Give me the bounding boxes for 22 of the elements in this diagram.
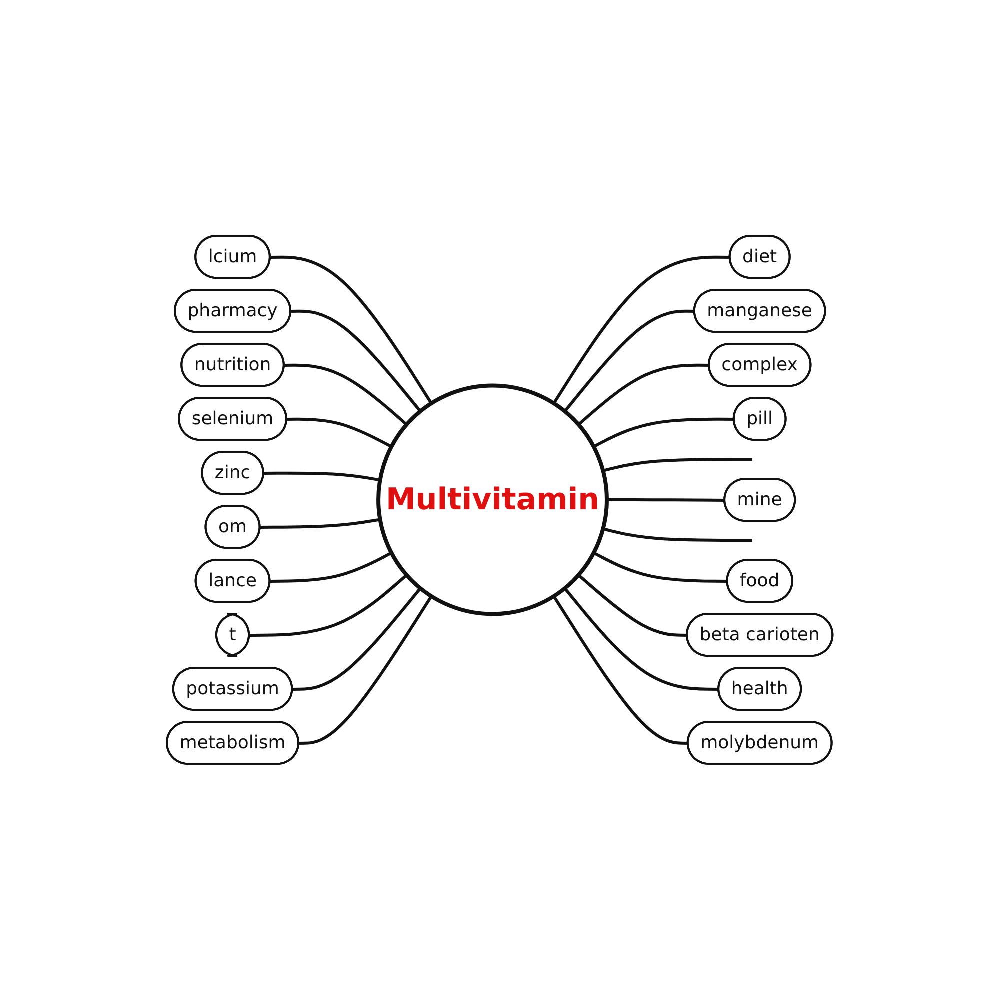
- connector: [291, 310, 422, 412]
- node-circle: Multivitamin: [376, 384, 610, 616]
- connector: [564, 310, 696, 412]
- connector: [292, 588, 422, 691]
- connector: [603, 458, 752, 472]
- connector: [607, 498, 726, 502]
- connector: [578, 574, 688, 637]
- connector: [260, 518, 381, 529]
- connector: [299, 596, 433, 745]
- connector: [578, 364, 710, 426]
- connector: [270, 256, 433, 404]
- connector: [264, 472, 381, 482]
- connector: [593, 552, 728, 583]
- connector: [250, 574, 408, 637]
- connector: [593, 418, 735, 448]
- connector: [552, 596, 689, 745]
- connector: [287, 418, 392, 448]
- connector: [564, 588, 720, 691]
- connector: [270, 552, 392, 583]
- connector: [552, 256, 730, 404]
- connector: [603, 528, 752, 542]
- connector: [284, 364, 408, 426]
